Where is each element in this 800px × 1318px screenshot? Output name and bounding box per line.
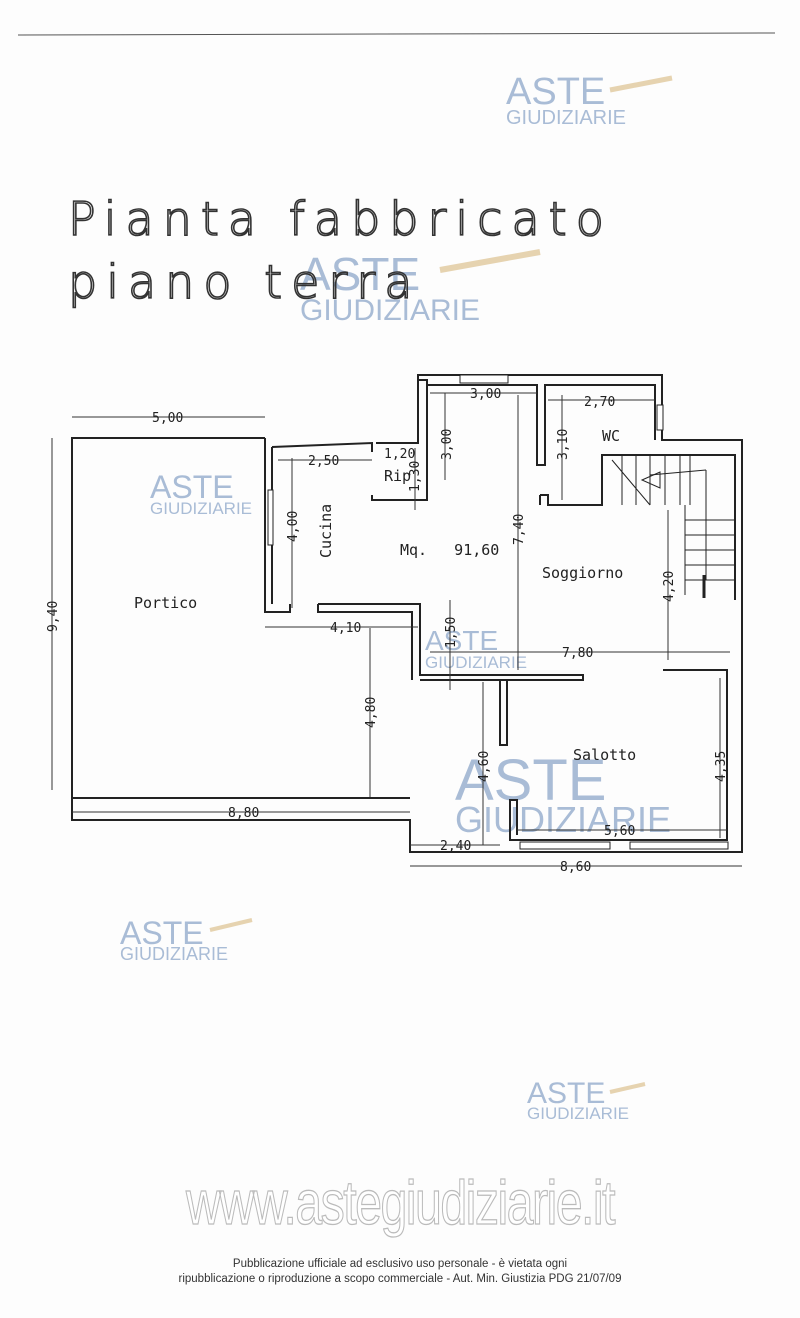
footer-disclaimer-line1: Pubblicazione ufficiale ad esclusivo uso… bbox=[232, 1258, 568, 1270]
walls bbox=[71, 374, 743, 853]
watermark-logo: ASTE GIUDIZIARIE bbox=[300, 248, 541, 327]
dimension-label: 8,80 bbox=[228, 806, 259, 821]
svg-text:GIUDIZIARIE: GIUDIZIARIE bbox=[120, 944, 228, 964]
stair-direction-arrow-icon bbox=[640, 471, 661, 489]
svg-text:GIUDIZIARIE: GIUDIZIARIE bbox=[455, 799, 671, 840]
dimension-label: 1,50 bbox=[444, 617, 459, 648]
dimension-lines bbox=[51, 392, 742, 867]
watermark-logo: ASTE GIUDIZIARIE bbox=[425, 625, 527, 672]
footer-disclaimer-line2: ripubblicazione o riproduzione a scopo c… bbox=[178, 1273, 622, 1285]
dimension-label: 2,70 bbox=[584, 395, 615, 410]
dimension-label: 4,20 bbox=[662, 571, 677, 602]
staircase bbox=[611, 455, 735, 598]
top-rule bbox=[17, 32, 776, 36]
dimension-label: 5,60 bbox=[604, 824, 635, 839]
dimension-label: 8,60 bbox=[560, 860, 591, 875]
room-label-cucina: Cucina bbox=[317, 504, 335, 558]
room-label-portico: Portico bbox=[134, 594, 197, 612]
watermark-logo: ASTE GIUDIZIARIE bbox=[527, 1077, 646, 1123]
dimension-label: 1,20 bbox=[384, 447, 415, 462]
dimension-label: 4,80 bbox=[364, 697, 379, 728]
dimension-label: 4,60 bbox=[477, 751, 492, 782]
dimension-label: 4,10 bbox=[330, 621, 361, 636]
dimension-label: 3,10 bbox=[556, 429, 571, 460]
watermark-logo: ASTE GIUDIZIARIE bbox=[120, 915, 253, 964]
svg-text:ASTE: ASTE bbox=[527, 1077, 605, 1110]
svg-text:ASTE: ASTE bbox=[150, 469, 234, 505]
room-label-salotto: Salotto bbox=[573, 746, 636, 764]
dimension-label: 1,30 bbox=[408, 461, 423, 492]
watermark-logo: ASTE GIUDIZIARIE bbox=[455, 748, 671, 840]
svg-text:ASTE: ASTE bbox=[455, 748, 607, 813]
svg-text:ASTE: ASTE bbox=[300, 248, 420, 300]
dimension-label: 4,35 bbox=[714, 751, 729, 782]
svg-text:ASTE: ASTE bbox=[425, 625, 498, 656]
dimension-label: 3,00 bbox=[470, 387, 501, 402]
svg-text:GIUDIZIARIE: GIUDIZIARIE bbox=[506, 107, 626, 129]
svg-text:GIUDIZIARIE: GIUDIZIARIE bbox=[425, 653, 527, 672]
svg-text:GIUDIZIARIE: GIUDIZIARIE bbox=[300, 294, 480, 327]
svg-text:ASTE: ASTE bbox=[120, 915, 204, 951]
svg-text:ASTE: ASTE bbox=[506, 71, 605, 113]
room-label-ripostiglio: Rip bbox=[384, 467, 411, 485]
dimension-label: 7,40 bbox=[512, 514, 527, 545]
dimension-label: 7,80 bbox=[562, 646, 593, 661]
area-label: Mq. 91,60 bbox=[400, 541, 499, 559]
dimension-label: 2,50 bbox=[308, 454, 339, 469]
plan-title-line1: Pianta fabbricato bbox=[68, 192, 613, 246]
watermark-logo: ASTE GIUDIZIARIE bbox=[150, 469, 252, 518]
dimension-label: 5,00 bbox=[152, 411, 183, 426]
svg-text:GIUDIZIARIE: GIUDIZIARIE bbox=[150, 499, 252, 518]
plan-title-line2: piano terra bbox=[68, 255, 421, 309]
dimension-label: 3,00 bbox=[440, 429, 455, 460]
website-watermark: www.astegiudiziarie.it bbox=[185, 1168, 616, 1238]
dimension-label: 9,40 bbox=[46, 601, 61, 632]
watermark-logo: ASTE GIUDIZIARIE bbox=[506, 71, 673, 129]
dimension-label: 4,00 bbox=[286, 511, 301, 542]
svg-text:GIUDIZIARIE: GIUDIZIARIE bbox=[527, 1104, 629, 1123]
room-label-soggiorno: Soggiorno bbox=[542, 564, 623, 582]
room-label-wc: WC bbox=[602, 427, 620, 445]
dimension-label: 2,40 bbox=[440, 839, 471, 854]
